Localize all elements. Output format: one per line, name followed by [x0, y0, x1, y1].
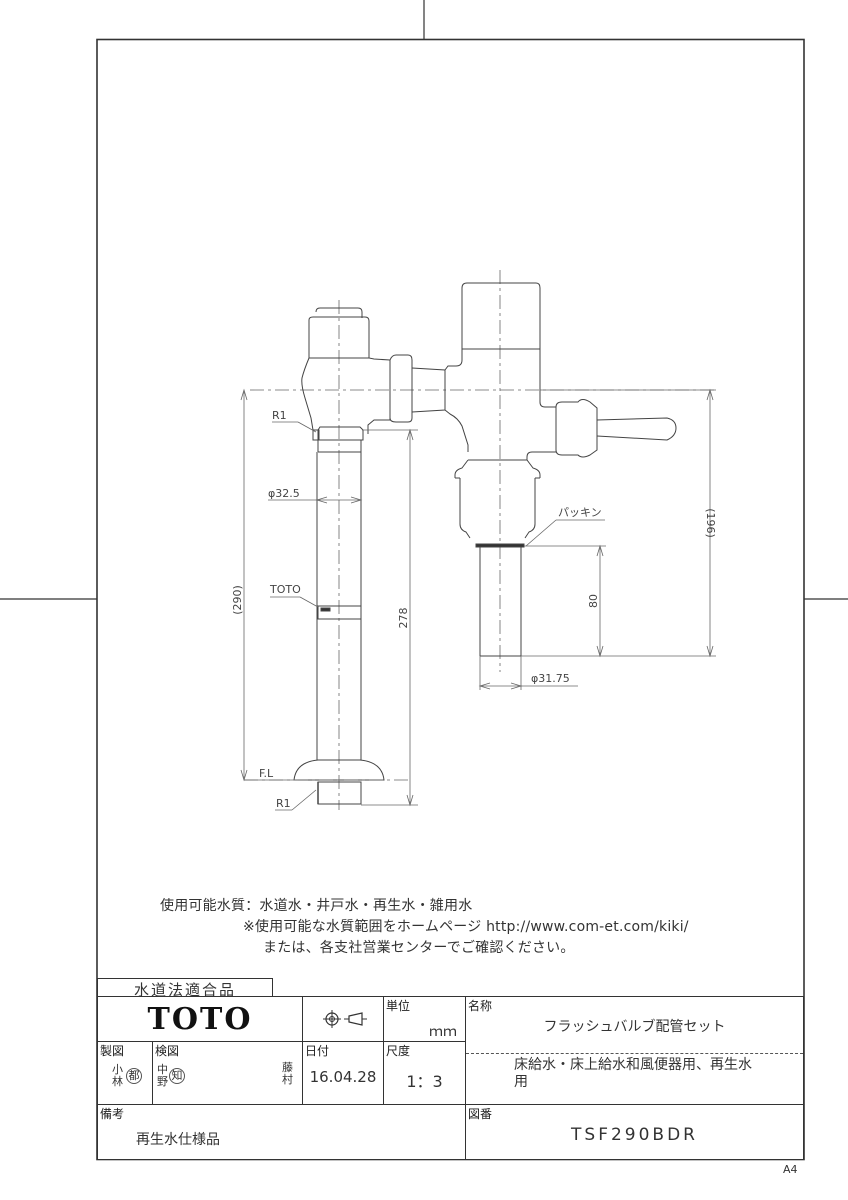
floor-line-label: F.L [259, 767, 274, 780]
unit-label: 単位 [386, 999, 411, 1013]
drawing-number-value: TSF290BDR [571, 1125, 698, 1145]
date-cell: 日付 16.04.28 [303, 1042, 384, 1105]
supply-pipe [293, 452, 385, 805]
title-block: TOTO 単位 ｍｍ 名称 フラッシュバルブ配管セット 製図 小林 都 検図 中… [97, 996, 804, 1160]
drafted-seal: 都 [126, 1068, 142, 1084]
remarks-value: 再生水仕様品 [136, 1132, 220, 1148]
pipe-length-label: 278 [397, 608, 410, 629]
name-value: フラッシュバルブ配管セット [543, 1019, 726, 1035]
compliance-label: 水道法適合品 [133, 981, 236, 999]
valve-height-label: (196) [704, 508, 717, 538]
remarks-label: 備考 [100, 1107, 125, 1121]
paper-size: A4 [783, 1163, 798, 1176]
pipe-diameter-label: φ32.5 [268, 487, 300, 500]
dimension-labels: R1 φ32.5 TOTO (290) 278 F.L R1 パッキン 80 φ… [231, 409, 717, 810]
unit-cell: 単位 ｍｍ [384, 997, 466, 1042]
checked-seal: 知 [169, 1068, 185, 1084]
water-quality-value: 水道水・井戸水・再生水・雑用水 [259, 898, 473, 914]
note-line-2: ※使用可能な水質範囲をホームページ http://www.com-et.com/… [243, 919, 689, 935]
date-label: 日付 [305, 1044, 330, 1058]
unit-value: ｍｍ [429, 1024, 457, 1040]
checked-cell: 検図 中野 知 藤村 [153, 1042, 303, 1105]
checked-label: 検図 [155, 1044, 180, 1058]
note-line-3: または、各支社営業センターでご確認ください。 [263, 940, 575, 956]
projection-cell [303, 997, 384, 1042]
remarks-cell: 備考 再生水仕様品 [98, 1105, 465, 1159]
drafted-by: 小林 [112, 1063, 123, 1088]
outlet-diameter-label: φ31.75 [531, 672, 570, 685]
drafted-label: 製図 [100, 1044, 125, 1058]
drawing-number-label: 図番 [468, 1107, 493, 1121]
drafted-cell: 製図 小林 都 [98, 1042, 153, 1105]
packing-label: パッキン [558, 506, 602, 519]
dimension-lines [240, 388, 716, 811]
overall-height-label: (290) [231, 585, 244, 615]
name-label: 名称 [468, 999, 493, 1013]
description-cell: 床給水・床上給水和風便器用、再生水用 [466, 1054, 803, 1105]
scale-value: 1：3 [406, 1072, 443, 1091]
water-quality-line: 使用可能水質：水道水・井戸水・再生水・雑用水 [160, 895, 472, 915]
approved-by: 藤村 [282, 1061, 293, 1086]
centerlines [250, 270, 715, 810]
date-value: 16.04.28 [309, 1068, 377, 1086]
name-cell: 名称 フラッシュバルブ配管セット [466, 997, 803, 1054]
drawing-number-cell: 図番 TSF290BDR [466, 1105, 803, 1159]
checked-by: 中野 [157, 1063, 168, 1088]
brand-cell: TOTO [98, 997, 303, 1042]
flush-valve-body [444, 282, 677, 657]
divider [465, 997, 466, 1159]
compliance-box: 水道法適合品 [97, 978, 273, 999]
water-quality-label: 使用可能水質： [160, 898, 260, 914]
scale-label: 尺度 [386, 1044, 411, 1058]
upper-pipe-socket [312, 426, 364, 453]
r1-top-label: R1 [272, 409, 287, 422]
vacuum-breaker-body [301, 307, 446, 434]
third-angle-projection-icon [323, 1010, 367, 1028]
brand-mark-label: TOTO [269, 583, 301, 596]
toto-logo: TOTO [147, 1002, 253, 1037]
scale-cell: 尺度 1：3 [384, 1042, 466, 1105]
r1-bottom-label: R1 [276, 797, 291, 810]
description-value: 床給水・床上給水和風便器用、再生水用 [514, 1057, 752, 1090]
outlet-length-label: 80 [587, 594, 600, 608]
